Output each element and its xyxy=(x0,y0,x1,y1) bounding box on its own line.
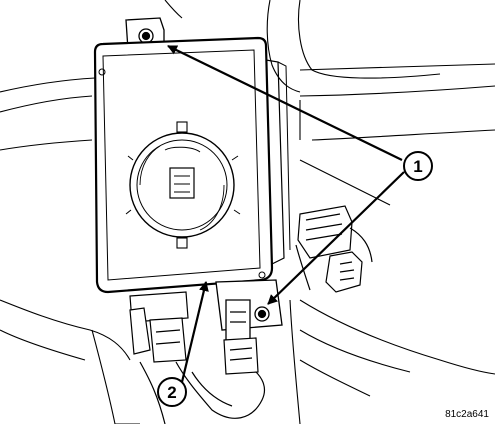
control-module xyxy=(93,36,291,294)
figure-id: 81c2a641 xyxy=(445,409,489,420)
control-module-housing xyxy=(93,36,274,294)
arrow-1-lower-fastener xyxy=(267,171,405,305)
lower-connectors xyxy=(129,291,266,424)
callout-1: 1 xyxy=(403,151,433,181)
lower-mount-bracket xyxy=(215,279,283,343)
connector-receptacle xyxy=(125,121,241,249)
arrow-2-module xyxy=(180,281,209,383)
callout-2-label: 2 xyxy=(167,383,176,402)
leader-arrows xyxy=(167,45,405,383)
arrow-1-upper-fastener xyxy=(167,45,403,161)
callout-1-label: 1 xyxy=(413,157,422,176)
callout-2: 2 xyxy=(157,377,187,407)
right-harness-connector xyxy=(295,205,373,293)
